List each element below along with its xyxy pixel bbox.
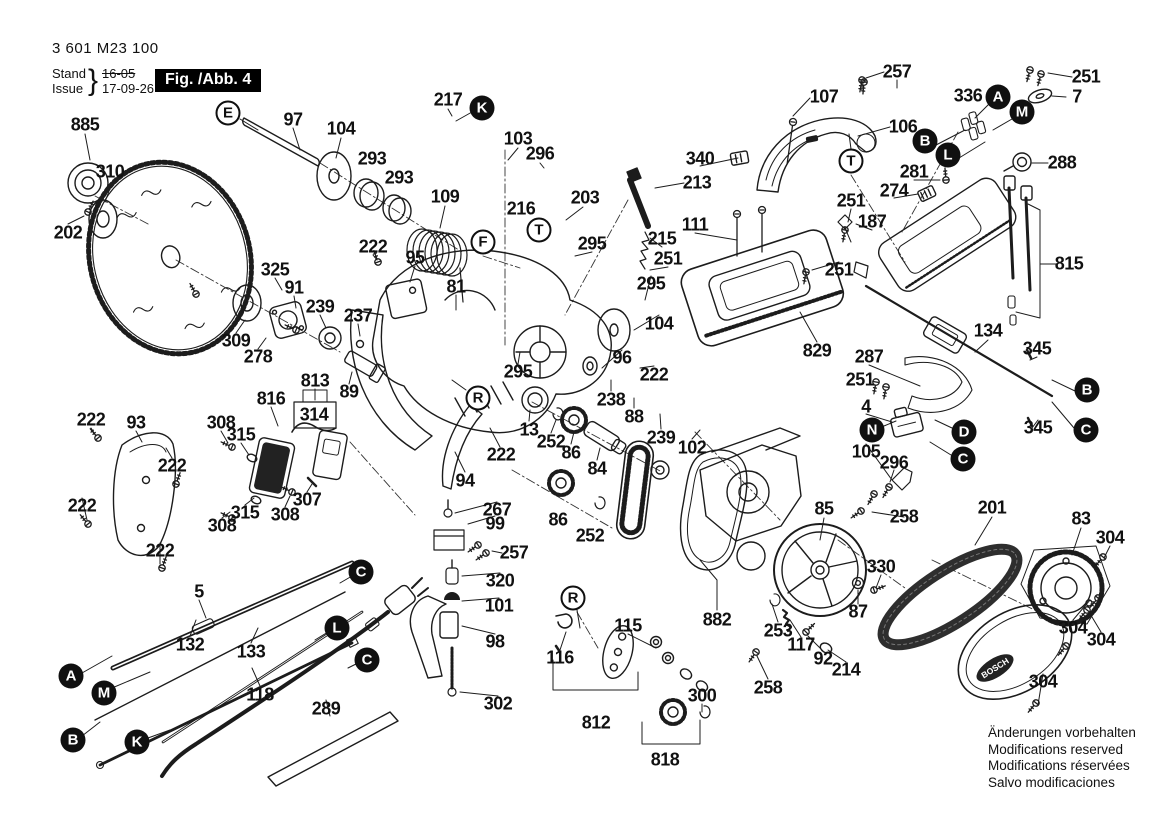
issue-label: Issue [52, 81, 84, 96]
notice-line-fr: Modifications réservées [988, 758, 1130, 773]
notice-line-es: Salvo modificaciones [988, 774, 1115, 790]
issue-dates: 16-05 17-09-26 [102, 66, 154, 96]
stand-label: Stand [52, 66, 86, 81]
brace-glyph: } [88, 64, 99, 97]
revision-notice: Änderungen vorbehalten Modifications res… [988, 725, 1136, 791]
figure-number-box: Fig. /Abb. 4 [155, 69, 262, 92]
stand-issue-labels: Stand Issue [52, 66, 86, 96]
issue-date: 17-09-26 [102, 81, 155, 96]
superseded-date: 16-05 [102, 66, 136, 81]
title-block: 3 601 M23 100 Stand Issue } 16-05 17-09-… [52, 40, 262, 97]
notice-line-de: Änderungen vorbehalten [988, 725, 1136, 740]
notice-line-en: Modifications reserved [988, 741, 1124, 757]
document-number: 3 601 M23 100 [52, 40, 159, 57]
